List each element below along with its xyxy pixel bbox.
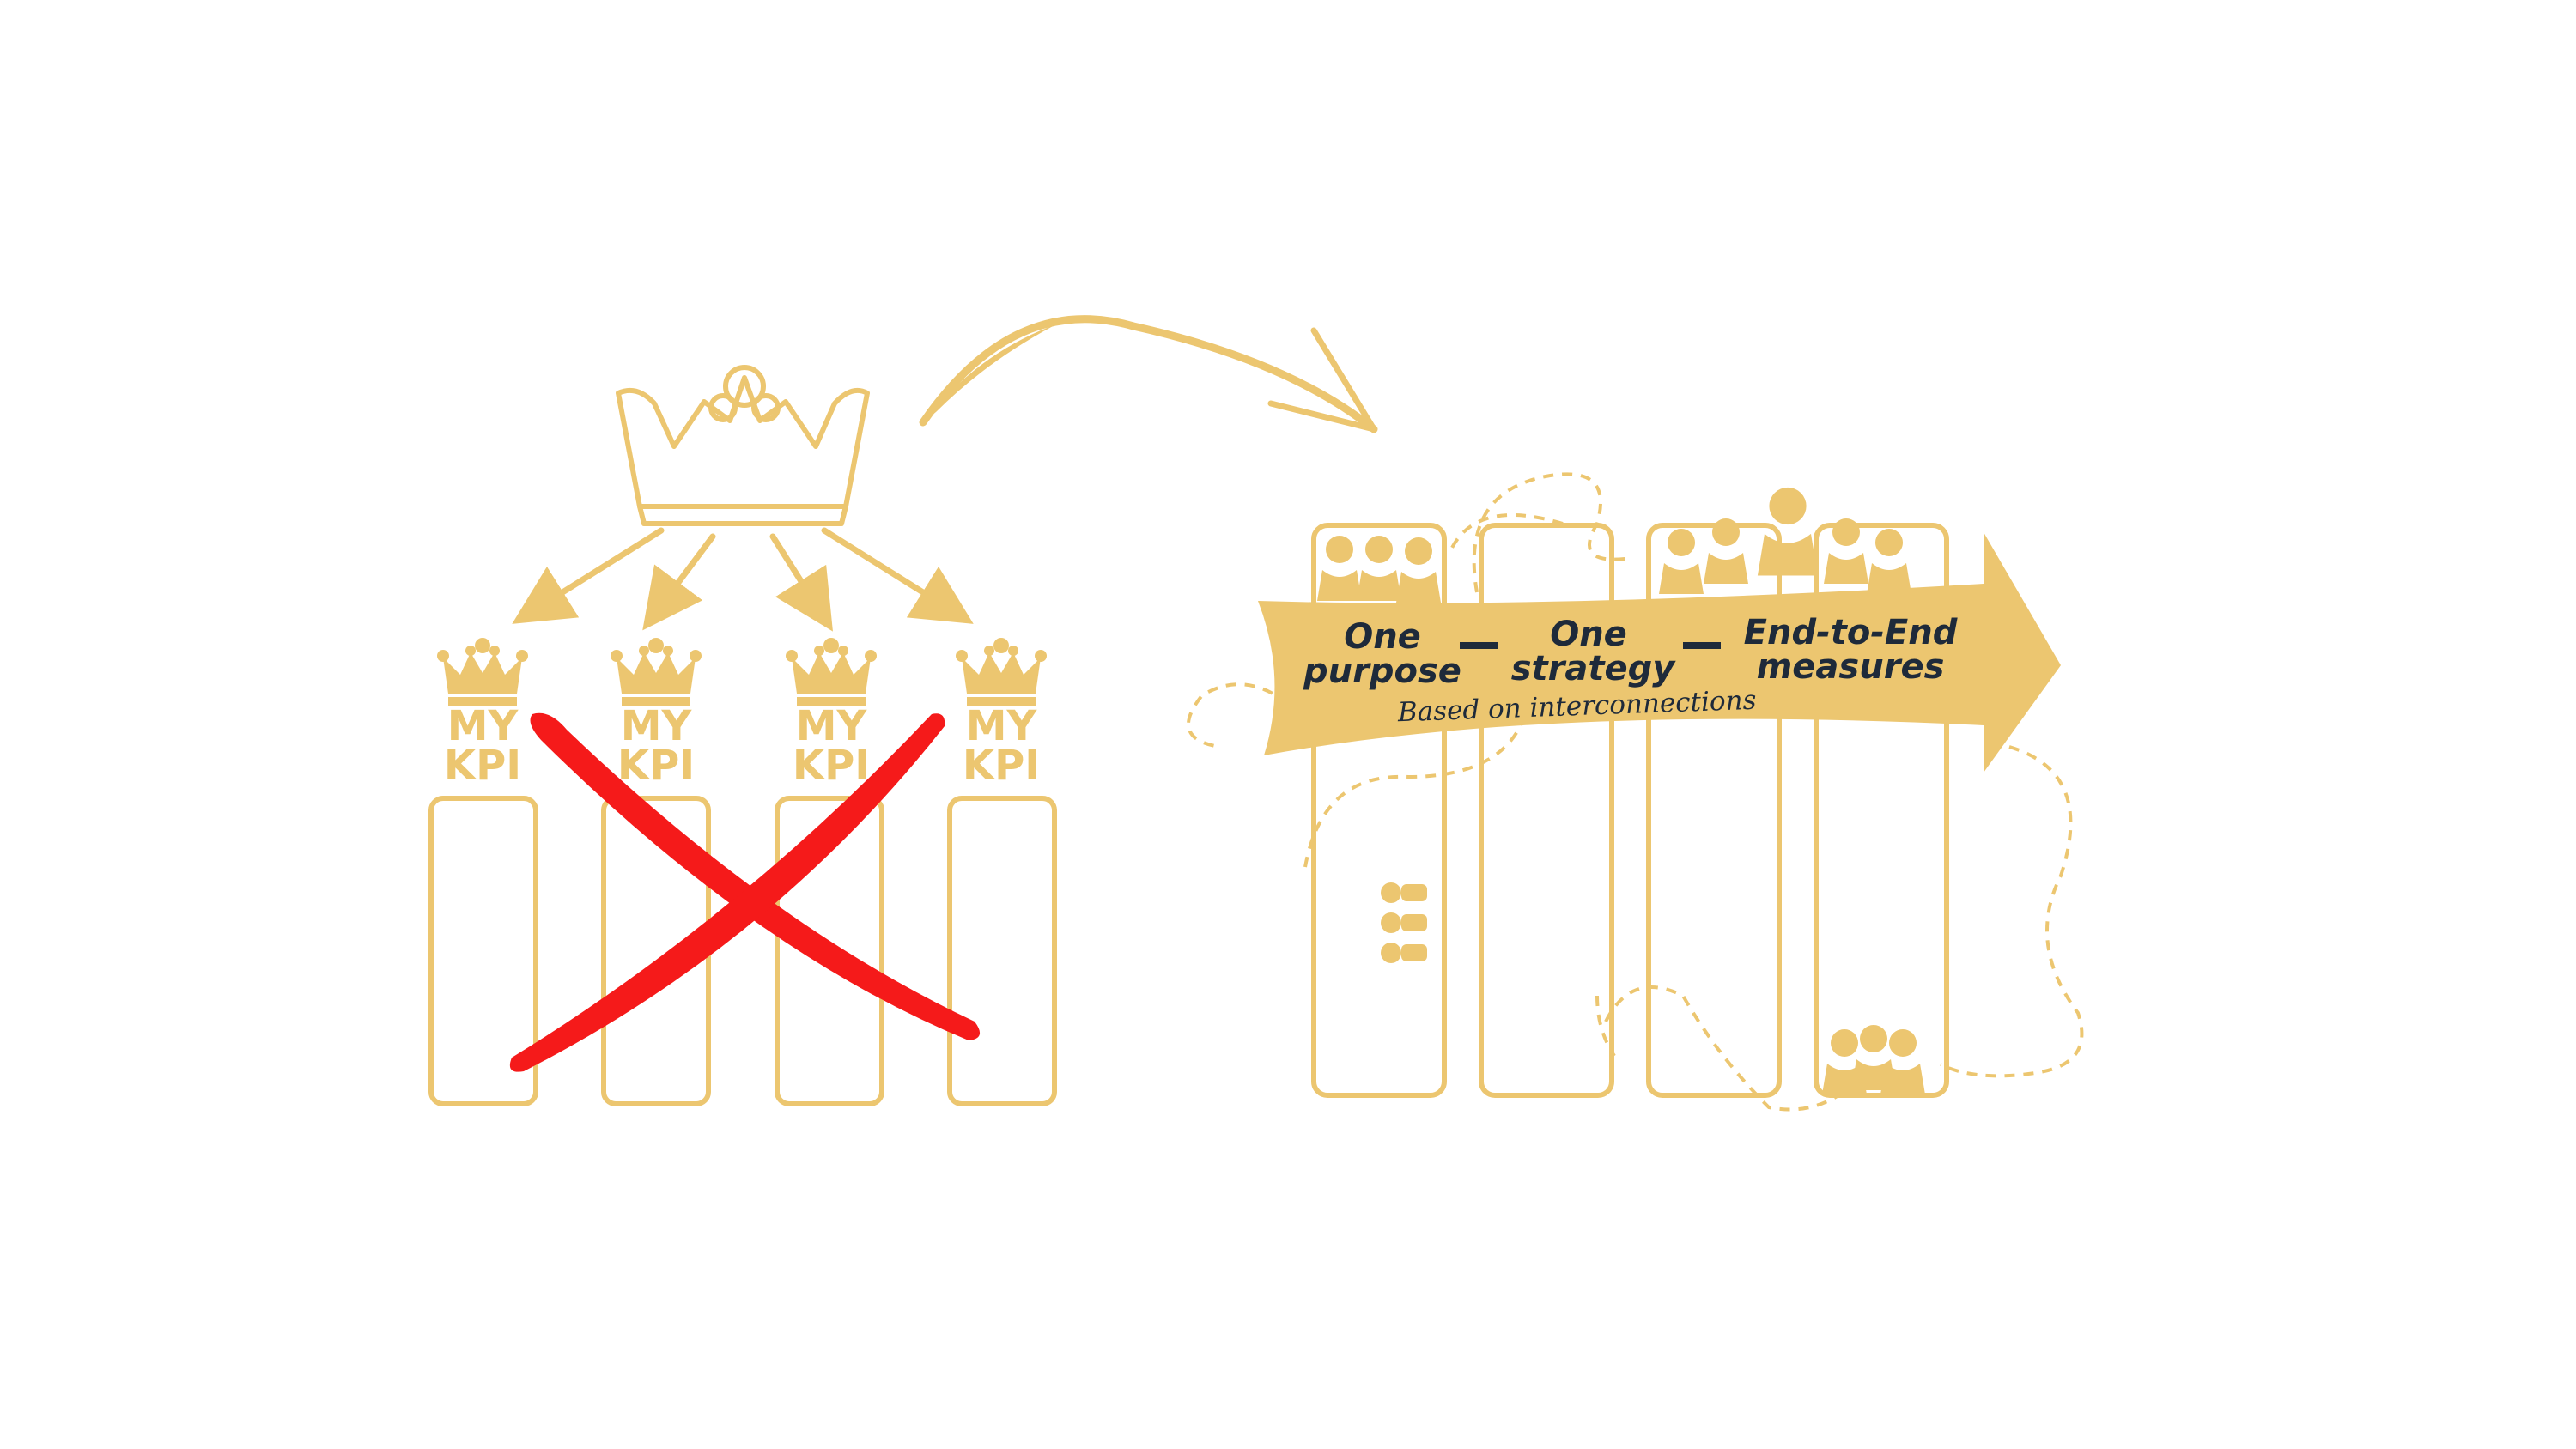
- strategy-band: One purpose One strategy End-to-End meas…: [1258, 532, 2061, 773]
- pillar-4: MY KPI: [947, 638, 1057, 1106]
- team-pillar-2: [1479, 523, 1614, 1098]
- pillar-1-column: [428, 796, 538, 1106]
- people-side-icon: [1381, 882, 1427, 963]
- band-arrow-shape: [1258, 532, 2061, 773]
- right-diagram: One purpose One strategy End-to-End meas…: [1187, 472, 2084, 1112]
- pillar-3-line1: MY: [796, 702, 868, 750]
- team-pillar-1: [1311, 523, 1447, 1098]
- band-dash-1: [1460, 642, 1498, 649]
- pillar-4-line1: MY: [966, 702, 1038, 750]
- pillar-2-line1: MY: [621, 702, 693, 750]
- band-item3-line2: measures: [1757, 647, 1945, 687]
- band-item1-line2: purpose: [1303, 652, 1461, 691]
- curved-arrow-icon: [919, 315, 1378, 433]
- pillar-4-line2: KPI: [963, 742, 1040, 790]
- team-pillar-3: [1646, 523, 1782, 1098]
- red-cross-icon: [509, 712, 981, 1072]
- crown-arrows: [512, 527, 974, 632]
- band-dash-2: [1683, 642, 1721, 649]
- pillar-1: MY KPI: [428, 638, 538, 1106]
- pillar-1-line1: MY: [447, 702, 519, 750]
- small-crown-icon: [611, 638, 702, 706]
- band-item2-line2: strategy: [1511, 649, 1677, 688]
- pillar-2-line2: KPI: [617, 742, 695, 790]
- small-crown-icon: [437, 638, 528, 706]
- pillar-3: MY KPI: [775, 638, 884, 1106]
- pillar-4-column: [947, 796, 1057, 1106]
- left-diagram: MY KPI MY KPI MY KPI MY KPI: [428, 365, 1057, 1106]
- team-pillar-4: [1814, 523, 1949, 1098]
- pillar-3-line2: KPI: [793, 742, 870, 790]
- band-item3-line1: End-to-End: [1744, 613, 1958, 652]
- small-crown-icon: [786, 638, 877, 706]
- pillar-1-line2: KPI: [444, 742, 521, 790]
- small-crown-icon: [956, 638, 1047, 706]
- people-group-icon: [1317, 487, 1925, 1094]
- band-item2-line1: One: [1550, 615, 1627, 654]
- band-item1-line1: One: [1344, 617, 1421, 657]
- pillar-3-column: [775, 796, 884, 1106]
- crown-outline-icon: [616, 365, 870, 526]
